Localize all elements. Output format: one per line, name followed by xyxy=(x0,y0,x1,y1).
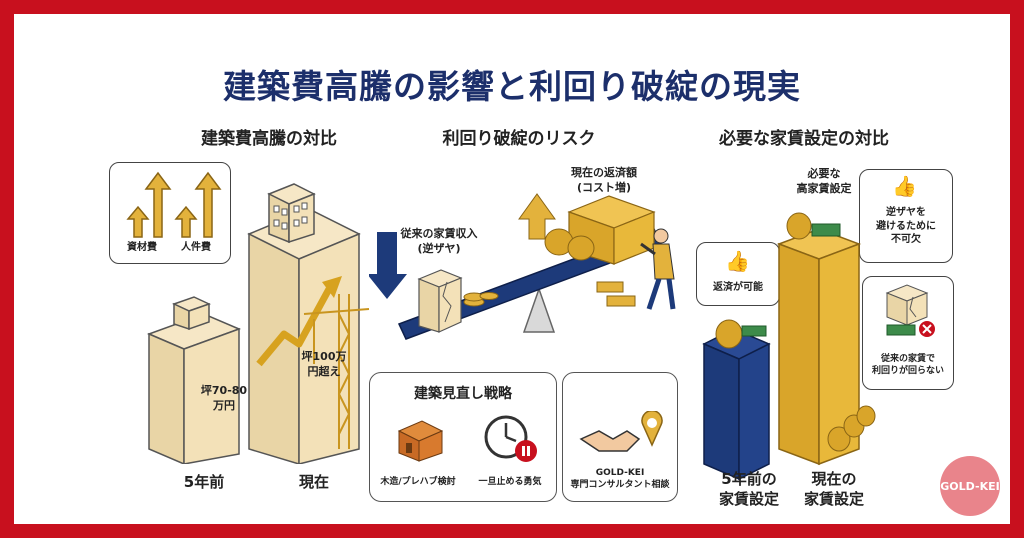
money-bag-icon xyxy=(544,228,595,261)
past-rent-setting-label: 5年前の 家賃設定 xyxy=(718,470,779,509)
essential-label: 逆ザヤを 避けるために 不可欠 xyxy=(876,207,936,245)
construction-review-title: 建築見直し戦略 xyxy=(414,386,512,402)
infographic-canvas: 建築費高騰の影響と利回り破綻の現実 建築費高騰の対比 利回り破綻のリスク 必要な… xyxy=(14,14,1010,524)
up-arrow-icon xyxy=(518,193,556,240)
section-title-right: 必要な家賃設定の対比 xyxy=(719,129,889,149)
up-arrows-icon xyxy=(126,171,222,238)
gold-kei-logo: GOLD-KEI xyxy=(940,456,1000,516)
building-comparison-illustration xyxy=(146,183,370,464)
down-arrow-icon xyxy=(369,232,407,299)
construction-review-panel: 建築見直し戦略 木造/プレハブ検討 一旦止める勇気 xyxy=(369,372,557,502)
current-rent-setting-label: 現在の 家賃設定 xyxy=(803,470,864,509)
courage-to-pause-label: 一旦止める勇気 xyxy=(478,477,542,487)
navy-bar-icon xyxy=(702,328,771,481)
money-bag-icon xyxy=(786,212,876,452)
unprofitable-bubble: 従来の家賃で 利回りが回らない xyxy=(862,276,954,390)
price-label-now: 坪100万 円超え xyxy=(301,350,347,378)
wooden-house-icon xyxy=(397,420,444,462)
labor-cost-label: 人件費 xyxy=(181,242,211,253)
section-title-center: 利回り破綻のリスク xyxy=(442,129,596,149)
handshake-location-icon xyxy=(579,411,663,452)
consultant-panel: GOLD-KEI 専門コンサルタント相談 xyxy=(562,372,678,502)
price-label-5-years-ago: 坪70-80 万円 xyxy=(200,384,248,412)
main-title: 建築費高騰の影響と利回り破綻の現実 xyxy=(223,67,801,106)
clock-stop-icon xyxy=(484,415,537,462)
material-cost-label: 資材費 xyxy=(127,242,157,253)
person-pushing-icon xyxy=(640,228,676,310)
high-rent-label: 必要な 高家賃設定 xyxy=(796,167,852,195)
unprofitable-label: 従来の家賃で 利回りが回らない xyxy=(871,354,944,377)
repayable-label: 返済が可能 xyxy=(713,282,763,293)
cracked-block-icon xyxy=(417,269,463,333)
cost-increase-bubble: 資材費 人件費 xyxy=(109,162,231,264)
coins-on-ground-icon xyxy=(596,281,636,307)
seesaw-illustration xyxy=(369,193,676,340)
label-5-years-ago: 5年前 xyxy=(183,473,225,491)
section-title-left: 建築費高騰の対比 xyxy=(201,129,337,149)
label-now: 現在 xyxy=(298,473,329,491)
cracked-cash-icon xyxy=(885,284,935,337)
consultant-label: GOLD-KEI 専門コンサルタント相談 xyxy=(570,468,670,491)
tall-building-icon xyxy=(247,183,370,464)
coin-stack-icon xyxy=(463,292,499,307)
thumbs-up-icon: 👍 xyxy=(725,249,750,273)
rent-bars-illustration xyxy=(702,212,876,481)
money-bag-icon xyxy=(715,319,767,349)
essential-bubble: 👍 逆ザヤを 避けるために 不可欠 xyxy=(859,169,953,263)
past-rent-income-label: 従来の家賃収入 (逆ザヤ) xyxy=(400,227,478,255)
thumbs-up-icon: 👍 xyxy=(892,174,917,198)
small-building-icon xyxy=(146,296,242,464)
wooden-prefab-label: 木造/プレハブ検討 xyxy=(380,477,456,487)
current-repayment-label: 現在の返済額 (コスト増) xyxy=(571,166,637,194)
